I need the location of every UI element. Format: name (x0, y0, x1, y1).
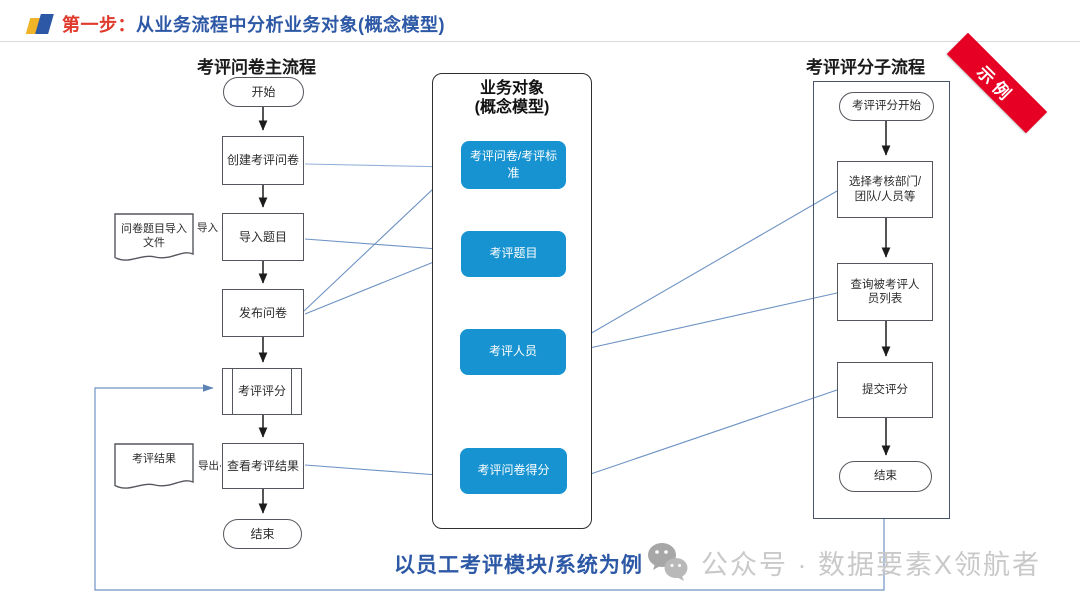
left-node-import-questions: 导入题目 (222, 213, 304, 261)
left-node-end-label: 结束 (250, 526, 275, 541)
right-node-start-label: 考评评分开始 (852, 100, 921, 113)
footer-caption: 以员工考评模块/系统为例 (394, 554, 643, 577)
watermark-text: 公众号 · 数据要素X领航者 (701, 549, 1042, 580)
page-title-step: 第一步： (62, 15, 136, 35)
right-node-query-list: 查询被考评人员列表 (837, 263, 933, 321)
business-object-title-line2: (概念模型) (474, 99, 550, 117)
subprocess-bar-right (290, 369, 292, 414)
right-flow-title: 考评评分子流程 (806, 58, 925, 77)
right-node-end: 结束 (839, 461, 932, 492)
left-node-import-label: 导入题目 (238, 229, 287, 244)
object-questionnaire-score-label: 考评问卷得分 (477, 463, 550, 478)
export-edge-label: 导出 (197, 458, 220, 473)
right-node-submit-label: 提交评分 (862, 383, 908, 396)
import-edge-label: 导入 (196, 220, 219, 235)
right-node-query-label: 查询被考评人员列表 (850, 278, 920, 305)
export-result-label: 考评结果 (132, 453, 176, 465)
left-node-create-label: 创建考评问卷 (226, 153, 299, 167)
left-node-score-label: 考评评分 (237, 384, 286, 398)
score-subflow-panel (813, 81, 950, 519)
document-shape (114, 443, 194, 489)
left-node-start-label: 开始 (251, 84, 276, 99)
import-file-label: 问卷题目导入文件 (121, 223, 187, 250)
left-node-publish: 发布问卷 (222, 289, 304, 337)
object-evaluators-label: 考评人员 (488, 344, 537, 359)
page-title: 第一步：从业务流程中分析业务对象(概念模型) (62, 11, 445, 37)
right-node-start: 考评评分开始 (839, 92, 934, 121)
left-node-publish-label: 发布问卷 (238, 305, 287, 320)
left-node-create-questionnaire: 创建考评问卷 (222, 136, 304, 185)
right-node-select-label: 选择考核部门/团队/人员等 (848, 176, 922, 203)
right-node-select-dept: 选择考核部门/团队/人员等 (837, 161, 933, 218)
left-node-end: 结束 (223, 519, 302, 549)
object-questionnaire-score: 考评问卷得分 (460, 448, 567, 494)
object-questions-label: 考评题目 (489, 246, 538, 261)
header-divider (0, 41, 1080, 42)
business-object-title-line1: 业务对象 (479, 80, 544, 97)
object-questionnaire-standard: 考评问卷/考评标准 (461, 141, 566, 189)
header-accent-blue-icon (35, 14, 54, 34)
subprocess-bar-left (232, 369, 234, 414)
import-file-document: 问卷题目导入文件 (114, 213, 194, 265)
export-result-document: 考评结果 (114, 443, 194, 493)
example-badge-label: 示例 (973, 62, 1018, 107)
document-shape (114, 213, 194, 261)
business-object-title: 业务对象 (概念模型) (432, 79, 592, 117)
page-title-text: 从业务流程中分析业务对象(概念模型) (136, 15, 445, 35)
left-node-view-results: 查看考评结果 (222, 443, 304, 489)
object-questions: 考评题目 (461, 231, 566, 277)
left-node-view-label: 查看考评结果 (226, 458, 299, 473)
watermark: 公众号 · 数据要素X领航者 (645, 541, 1041, 583)
right-node-end-label: 结束 (874, 470, 897, 483)
example-badge: 示例 (946, 32, 1048, 134)
left-node-start: 开始 (223, 77, 304, 107)
right-node-submit-score: 提交评分 (837, 362, 933, 418)
left-node-score-subprocess: 考评评分 (222, 368, 302, 415)
header-bar: 第一步：从业务流程中分析业务对象(概念模型) (0, 0, 1080, 41)
object-questionnaire-standard-label: 考评问卷/考评标准 (469, 148, 558, 180)
wechat-icon (648, 543, 688, 581)
object-evaluators: 考评人员 (460, 329, 566, 375)
left-flow-title: 考评问卷主流程 (197, 58, 316, 77)
